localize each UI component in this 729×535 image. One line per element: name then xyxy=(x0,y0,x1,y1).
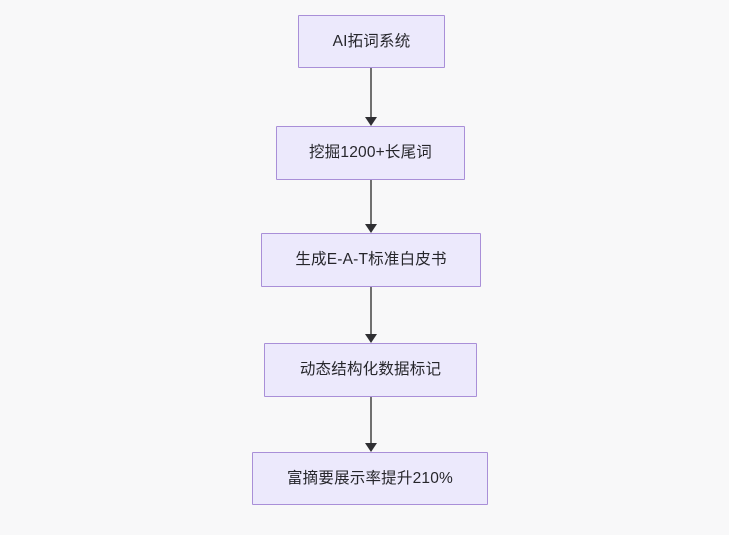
arrowhead-icon xyxy=(365,443,377,452)
flow-node-label: AI拓词系统 xyxy=(332,32,411,50)
flow-node-label: 富摘要展示率提升210% xyxy=(286,469,454,487)
flow-node-mine-longtail-keywords[interactable]: 挖掘1200+长尾词 xyxy=(276,126,465,180)
flow-node-rich-snippet-impression-uplift[interactable]: 富摘要展示率提升210% xyxy=(252,452,488,505)
arrow-node3-to-node4 xyxy=(358,287,384,343)
flow-node-label: 挖掘1200+长尾词 xyxy=(308,144,433,162)
arrow-node2-to-node3 xyxy=(358,180,384,233)
arrow-node4-to-node5 xyxy=(358,397,384,452)
arrowhead-icon xyxy=(365,334,377,343)
flow-node-dynamic-structured-data-markup[interactable]: 动态结构化数据标记 xyxy=(264,343,477,397)
arrow-line xyxy=(369,287,373,335)
arrow-line xyxy=(369,180,373,225)
arrow-line xyxy=(369,68,373,118)
arrowhead-icon xyxy=(365,117,377,126)
flow-node-ai-keyword-system[interactable]: AI拓词系统 xyxy=(298,15,445,68)
arrow-line xyxy=(369,397,373,444)
arrow-node1-to-node2 xyxy=(358,68,384,126)
flow-node-label: 生成E-A-T标准白皮书 xyxy=(295,251,447,269)
flow-node-generate-eat-whitepaper[interactable]: 生成E-A-T标准白皮书 xyxy=(261,233,481,287)
flow-node-label: 动态结构化数据标记 xyxy=(299,361,442,379)
arrowhead-icon xyxy=(365,224,377,233)
